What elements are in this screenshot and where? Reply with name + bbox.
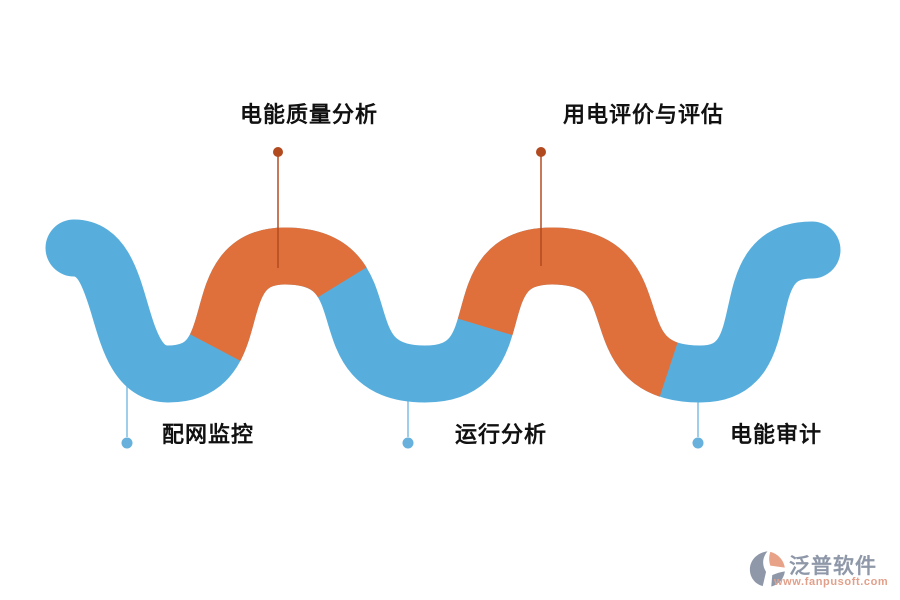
- callout-label-distribution-network-monitoring: 配网监控: [162, 422, 255, 447]
- fanpu-logo-icon: [749, 551, 785, 587]
- logo-brand-text: 泛普软件: [789, 555, 877, 578]
- logo-petal-bottom-right: [771, 571, 785, 587]
- fanpu-logo: 泛普软件 www.fanpusoft.com: [748, 549, 898, 593]
- callout-label-operation-analysis: 运行分析: [455, 422, 548, 447]
- logo-url-text: www.fanpusoft.com: [774, 576, 889, 588]
- pin-dot-energy-audit: [692, 437, 704, 449]
- pin-dot-electricity-evaluation: [536, 147, 546, 157]
- logo-petal-top-right: [769, 551, 785, 568]
- logo-petal-left: [749, 551, 768, 587]
- pin-dot-power-quality-analysis: [273, 147, 283, 157]
- wave-blue-track: [45, 219, 841, 403]
- pin-dot-operation-analysis: [402, 437, 414, 449]
- pin-dot-distribution-network-monitoring: [121, 437, 133, 449]
- callout-label-power-quality-analysis: 电能质量分析: [240, 102, 379, 127]
- callout-label-energy-audit: 电能审计: [730, 422, 823, 447]
- callout-label-electricity-evaluation: 用电评价与评估: [563, 102, 725, 127]
